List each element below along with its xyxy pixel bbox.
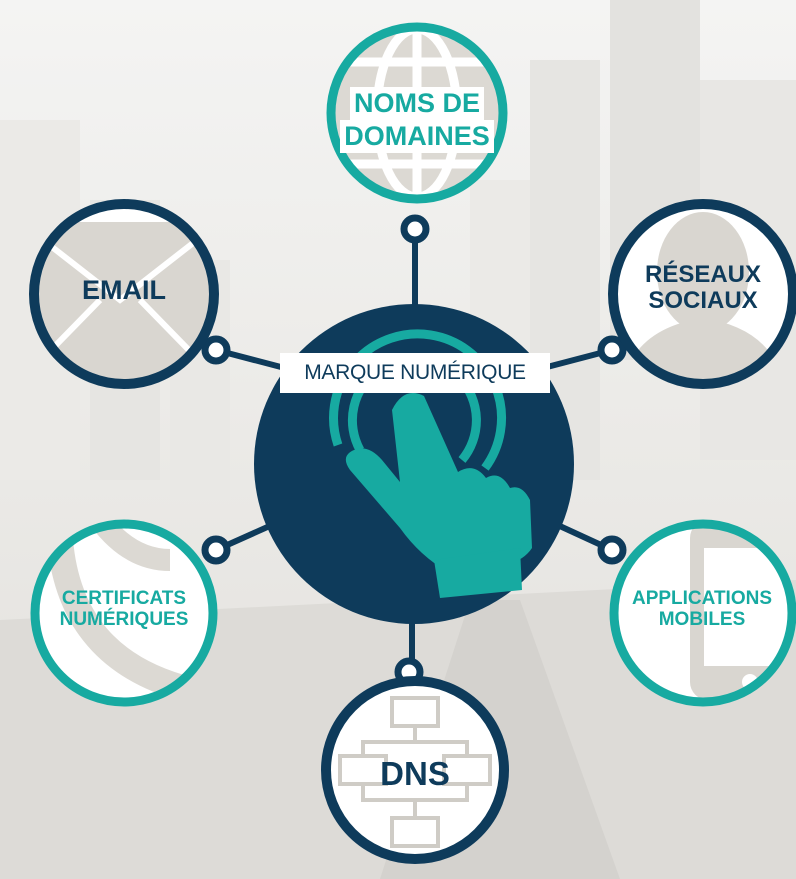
certificats-line-2: NUMÉRIQUES xyxy=(59,608,189,630)
email-label: EMAIL xyxy=(82,275,166,305)
pointing-hand-icon xyxy=(345,393,532,598)
node-email xyxy=(29,199,219,389)
reseaux-line-2: SOCIAUX xyxy=(648,286,758,314)
certificats-label: CERTIFICATS NUMÉRIQUES xyxy=(34,588,214,630)
applications-line-2: MOBILES xyxy=(658,608,746,630)
noms-de-domaines-label: NOMS DE DOMAINES xyxy=(334,87,500,154)
center-title: MARQUE NUMÉRIQUE xyxy=(280,353,550,393)
applications-line-1: APPLICATIONS xyxy=(631,588,773,609)
node-dns xyxy=(321,676,509,864)
flowchart-icon xyxy=(338,696,492,848)
applications-label: APPLICATIONS MOBILES xyxy=(608,588,796,630)
connector-knobs xyxy=(201,214,627,687)
reseaux-sociaux-label: RÉSEAUX SOCIAUX xyxy=(628,262,778,314)
node-applications-mobiles xyxy=(609,519,796,707)
reseaux-line-1: RÉSEAUX xyxy=(644,261,762,288)
envelope-icon xyxy=(36,219,212,382)
dns-label: DNS xyxy=(380,755,450,792)
node-marque-numerique xyxy=(254,304,574,624)
certificats-line-1: CERTIFICATS xyxy=(61,588,187,609)
noms-line-1: NOMS DE xyxy=(349,87,484,121)
noms-line-2: DOMAINES xyxy=(340,120,494,154)
node-certificats-numeriques xyxy=(30,519,218,707)
